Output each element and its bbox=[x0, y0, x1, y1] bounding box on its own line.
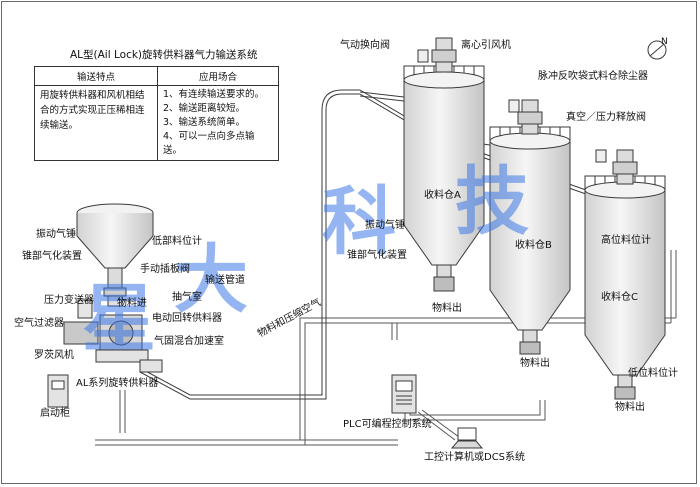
info-table: 输送特点 应用场合 用旋转供料器和风机相结合的方式实现正压稀相连续输送。 1、有… bbox=[34, 66, 279, 161]
instrument-boxes bbox=[417, 49, 607, 163]
bin-b bbox=[489, 99, 571, 355]
table-cell-applications: 1、有连续输送要求的。 2、输送距离较短。 3、输送系统简单。 4、可以一点向多… bbox=[157, 85, 279, 161]
label-material-out-c: 物料出 bbox=[615, 402, 645, 413]
watermark-char-4: 技 bbox=[455, 159, 529, 245]
label-low-level-meter: 低位料位计 bbox=[628, 368, 678, 379]
label-vibrating-hammer-right: 振动气锤 bbox=[365, 220, 405, 231]
label-manual-gate: 手动插板阀 bbox=[140, 264, 190, 275]
label-material-out-b: 物料出 bbox=[520, 358, 550, 369]
label-material-in: 物料进 bbox=[117, 298, 147, 309]
label-start-cabinet: 启动柜 bbox=[40, 408, 70, 419]
label-vacuum-pressure-valve: 真空／压力释放阀 bbox=[566, 112, 646, 123]
label-north: N bbox=[661, 37, 668, 47]
label-conveying-pipe: 输送管道 bbox=[205, 275, 245, 286]
application-item: 2、输送距离较短。 bbox=[163, 103, 246, 114]
application-item: 1、有连续输送要求的。 bbox=[163, 89, 265, 100]
label-centrifugal-fan: 离心引风机 bbox=[461, 40, 511, 51]
table-header-application: 应用场合 bbox=[157, 66, 279, 86]
label-vibrating-hammer-left: 振动气锤 bbox=[36, 229, 76, 240]
label-air-filter: 空气过滤器 bbox=[14, 318, 64, 329]
label-suction-chamber: 抽气室 bbox=[172, 292, 202, 303]
label-roots-blower: 罗茨风机 bbox=[34, 350, 74, 361]
label-cone-aeration-left: 锥部气化装置 bbox=[22, 251, 82, 262]
bin-a bbox=[403, 37, 485, 292]
north-arrow-icon bbox=[647, 40, 667, 60]
table-cell-feature: 用旋转供料器和风机相结合的方式实现正压稀相连续输送。 bbox=[34, 85, 158, 161]
label-plc: PLC可编程控制系统 bbox=[343, 419, 432, 430]
watermark-char-1: 星 bbox=[82, 276, 156, 362]
label-pulse-dust-collector: 脉冲反吹袋式料仓除尘器 bbox=[538, 71, 648, 82]
label-bin-c: 收料仓C bbox=[601, 292, 638, 303]
table-header-feature: 输送特点 bbox=[34, 66, 158, 86]
label-pressure-transmitter: 压力变送器 bbox=[44, 295, 94, 306]
start-cabinet-shape bbox=[47, 374, 69, 408]
bin-c bbox=[584, 149, 666, 400]
source-hopper bbox=[76, 203, 154, 307]
label-pneumatic-diverter: 气动换向阀 bbox=[340, 40, 390, 51]
label-electric-feeder: 电动回转供料器 bbox=[152, 313, 222, 324]
label-al-feeder: AL系列旋转供料器 bbox=[76, 378, 159, 389]
label-high-level-meter: 高位料位计 bbox=[601, 235, 651, 246]
feeder-assembly bbox=[63, 299, 163, 373]
label-bin-b: 收料仓B bbox=[515, 240, 552, 251]
label-cone-aeration-right: 锥部气化装置 bbox=[347, 250, 407, 261]
watermark-char-2: 大 bbox=[174, 237, 248, 323]
plc-cabinet-shape bbox=[391, 374, 417, 414]
diagram-title: AL型(Ail Lock)旋转供料器气力输送系统 bbox=[70, 49, 258, 61]
watermark-char-3: 科 bbox=[322, 179, 396, 265]
label-dcs: 工控计算机或DCS系统 bbox=[424, 452, 526, 463]
label-bottom-level-meter: 低部料位计 bbox=[152, 236, 202, 247]
label-mixing-chamber: 气固混合加速室 bbox=[154, 336, 224, 347]
label-bin-a: 收料仓A bbox=[424, 190, 461, 201]
computer-shape bbox=[450, 427, 484, 449]
application-item: 4、可以一点向多点输送。 bbox=[163, 131, 255, 156]
label-material-out-a: 物料出 bbox=[432, 303, 462, 314]
application-item: 3、输送系统简单。 bbox=[163, 117, 246, 128]
